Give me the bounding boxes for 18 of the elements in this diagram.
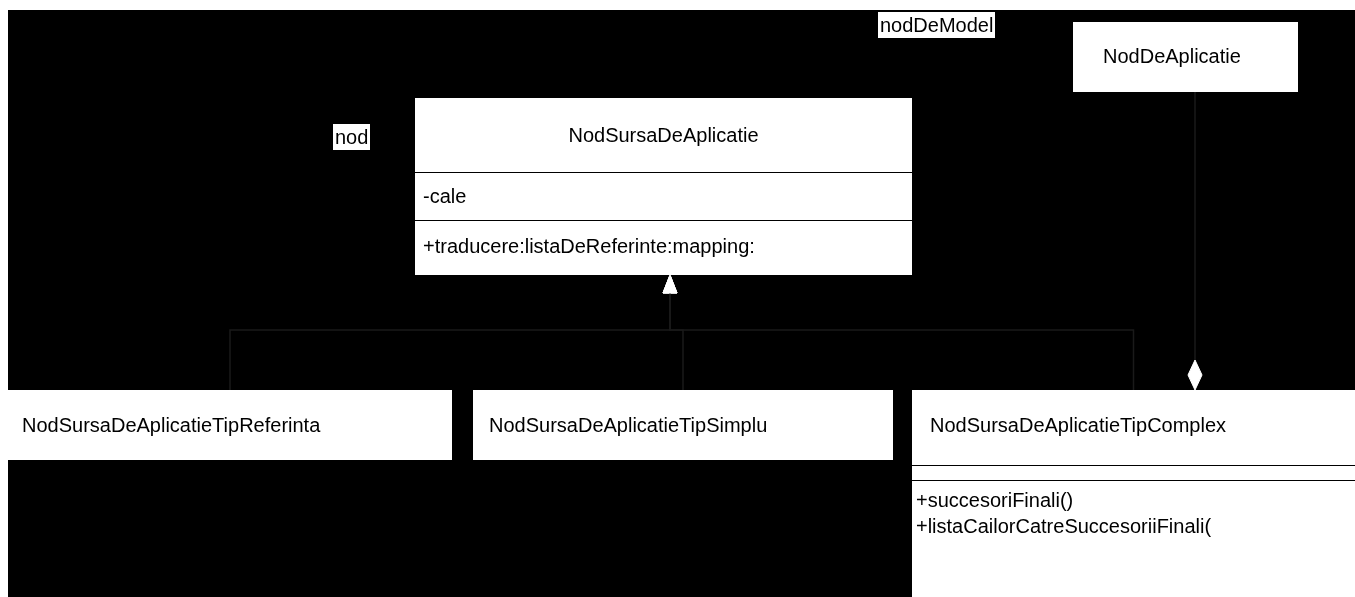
- method-text: +listaCailorCatreSuccesoriiFinali(: [916, 514, 1212, 538]
- class-name: NodSursaDeAplicatieTipReferinta: [22, 413, 321, 437]
- composition-line: [1187, 91, 1203, 391]
- class-box: [415, 98, 912, 275]
- method-text: +traducere:listaDeReferinte:mapping:: [423, 234, 755, 258]
- class-box: [8, 390, 452, 460]
- class-name: NodSursaDeAplicatieTipSimplu: [489, 413, 768, 437]
- role-label: nod: [333, 124, 371, 150]
- generalization-arrow: [662, 274, 1135, 391]
- class-name: NodSursaDeAplicatie: [567, 123, 760, 147]
- class-name: NodDeAplicatie: [1103, 44, 1241, 68]
- class-box: [912, 390, 1355, 597]
- role-label: nodDeModel: [878, 12, 996, 38]
- attribute-text: -cale: [423, 184, 467, 208]
- class-box: [1073, 22, 1298, 92]
- method-text: +succesoriFinali(): [916, 488, 1074, 512]
- class-box: [473, 390, 893, 460]
- class-name: NodSursaDeAplicatieTipComplex: [930, 413, 1227, 437]
